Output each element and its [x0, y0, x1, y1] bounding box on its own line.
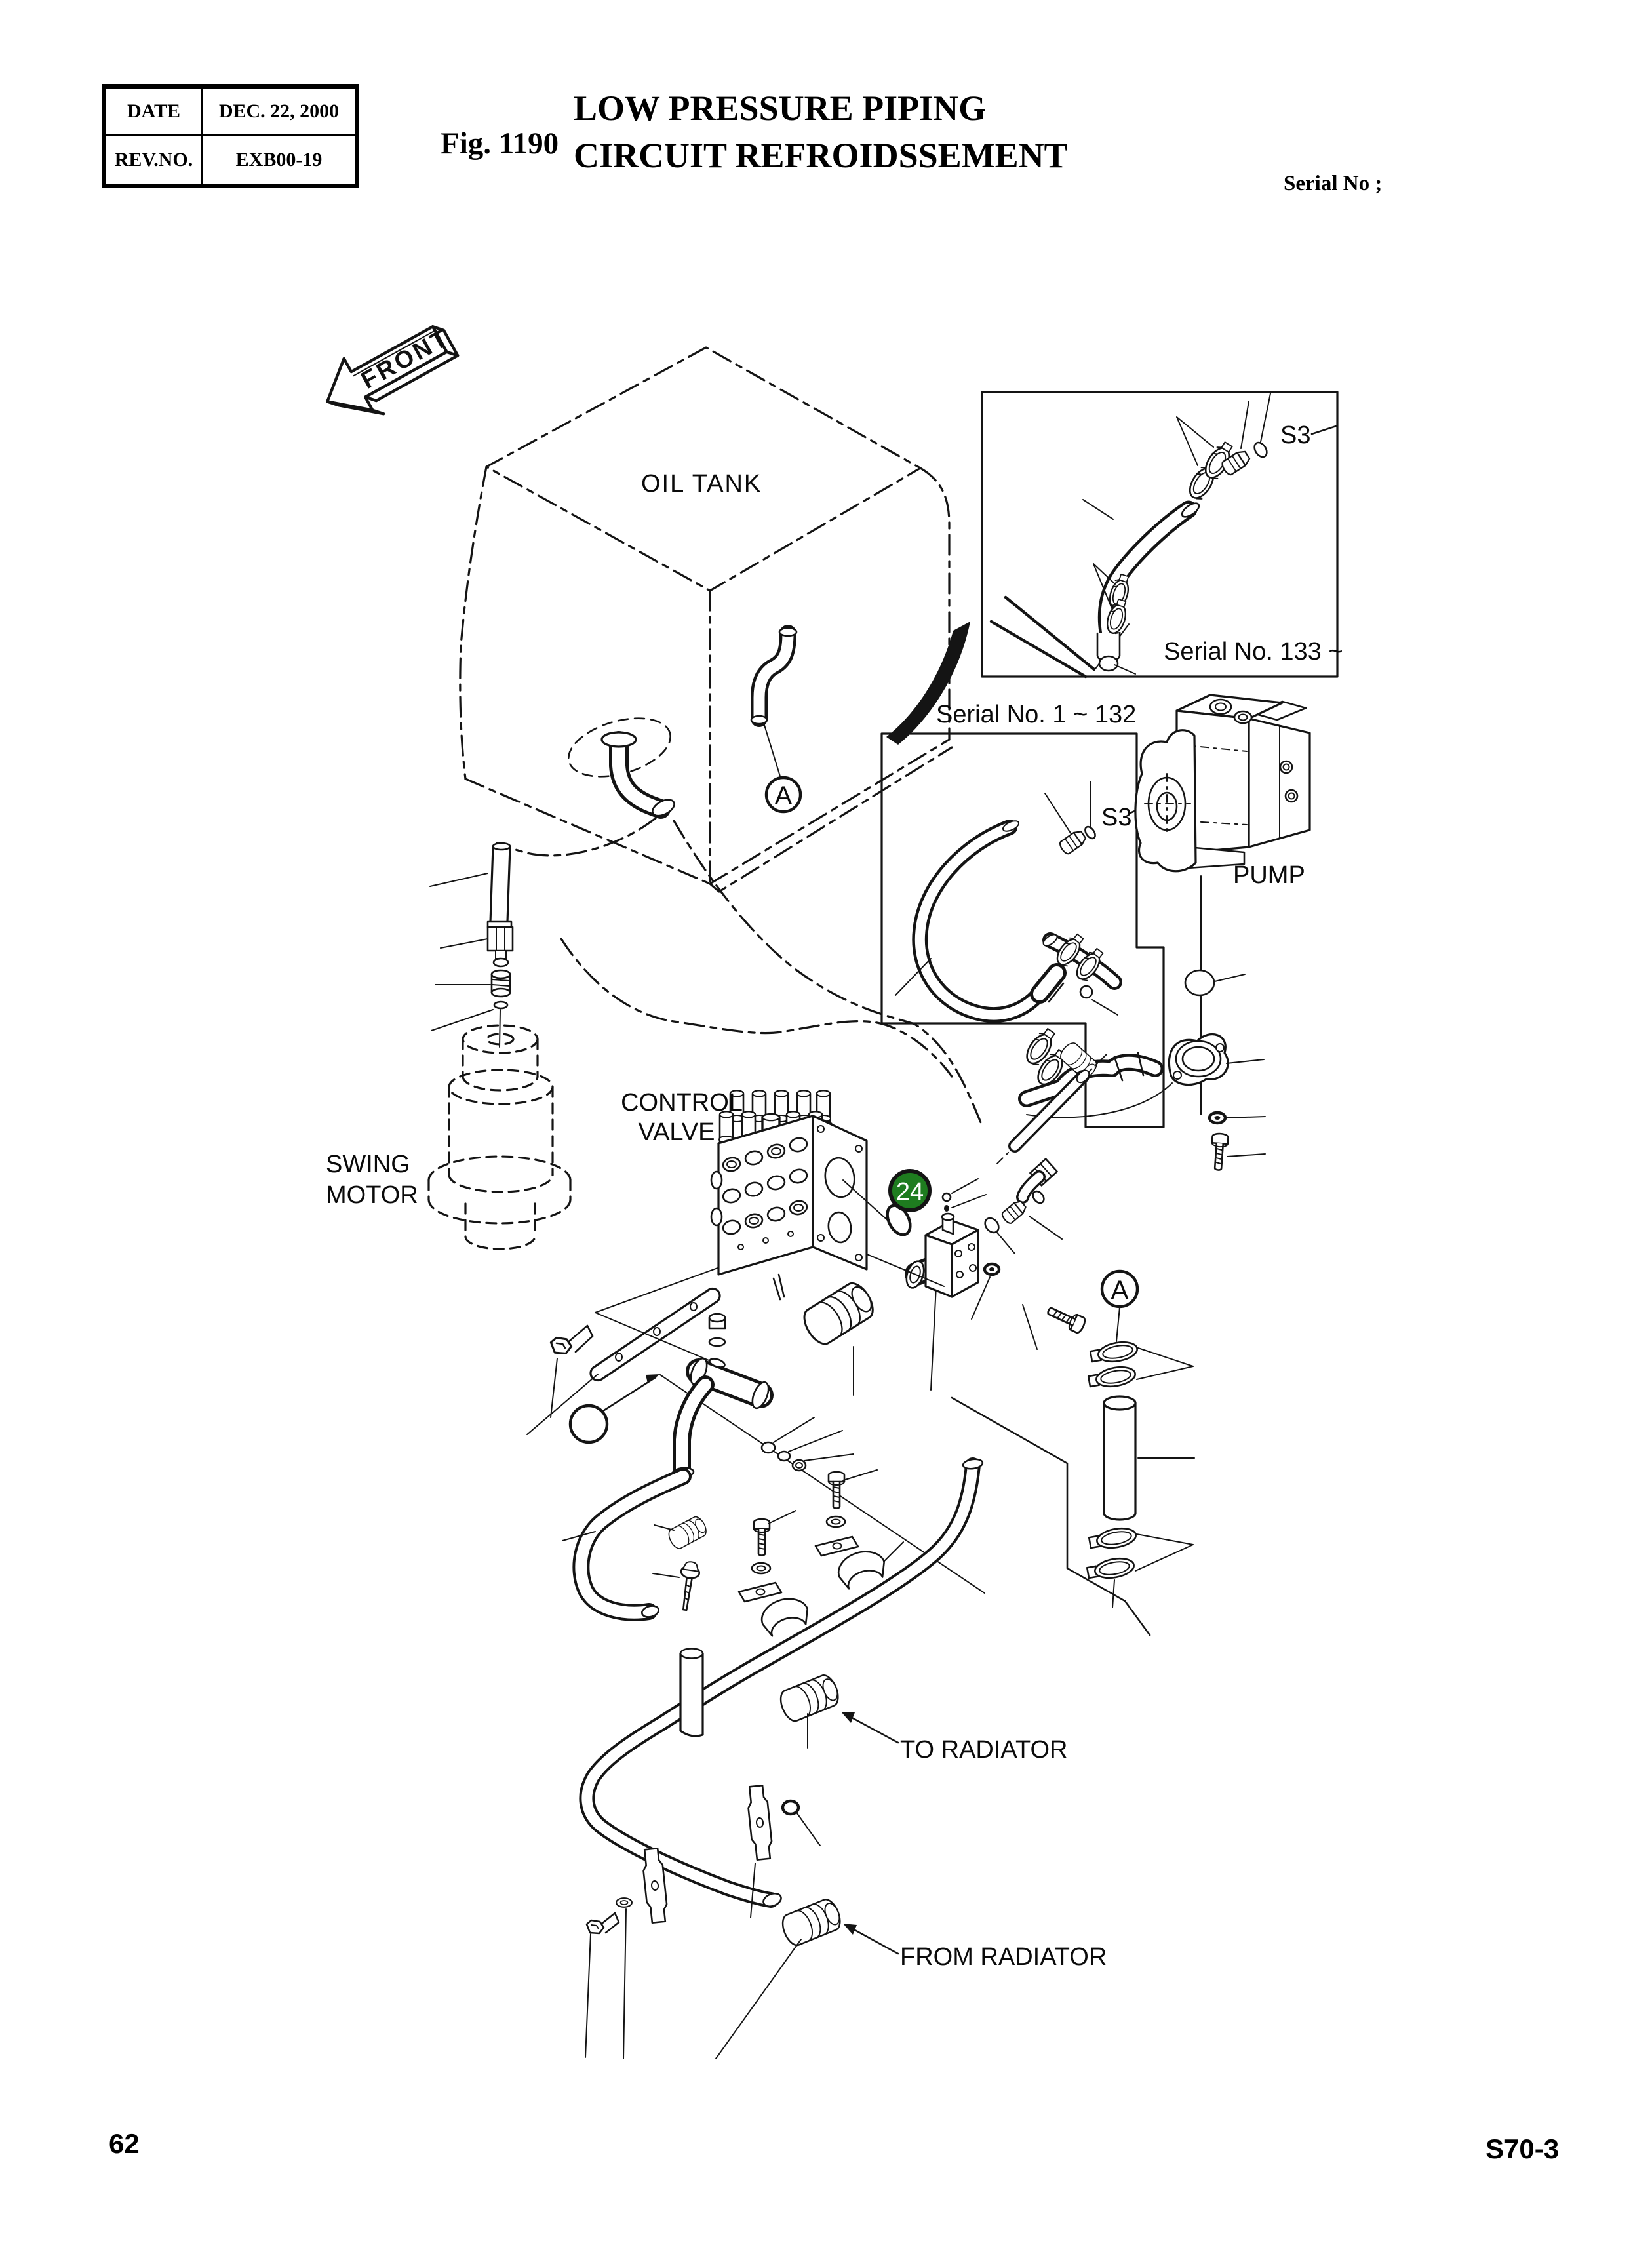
- suction-line-parts: [984, 930, 1118, 1254]
- pump-outlet-parts: [1022, 875, 1266, 1172]
- callout-a-tank-label: A: [775, 781, 793, 810]
- figure-number: Fig. 1190: [441, 127, 559, 161]
- page-title-line1: LOW PRESSURE PIPING: [574, 89, 987, 128]
- inset-serial-133-caption: Serial No. 133 ~: [1164, 638, 1343, 665]
- inset-s3-label: S3: [1280, 422, 1310, 449]
- doc-code: S70-3: [1485, 2133, 1560, 2164]
- page-title-line2: CIRCUIT REFROIDSSEMENT: [574, 136, 1068, 175]
- serial-1-132-caption: Serial No. 1 ~ 132: [936, 701, 1136, 728]
- swing-motor-label-line2: MOTOR: [326, 1181, 418, 1209]
- from-radiator-label: FROM RADIATOR: [900, 1943, 1107, 1971]
- rev-label: REV.NO.: [106, 136, 203, 184]
- rev-value: EXB00-19: [235, 148, 323, 170]
- hose-routing-lines: [496, 817, 982, 1124]
- serial-note: Serial No ;: [1284, 172, 1383, 195]
- front-arrow: FRONT: [326, 323, 460, 416]
- inset-serial-133: S3 Serial No. 133 ~: [981, 391, 1343, 679]
- serial-1-132-s3-label: S3: [1101, 804, 1131, 831]
- date-value: DEC. 22, 2000: [218, 100, 340, 122]
- callout-a-tank: A: [764, 776, 802, 814]
- to-radiator-coupling: [776, 1671, 899, 1749]
- pipe-bracket-bolt: [585, 1912, 620, 1935]
- return-hose-assembly: A: [951, 1269, 1195, 1636]
- bracket-bolt: [549, 1324, 594, 1354]
- control-valve: CONTROL VALVE: [595, 1089, 945, 1366]
- from-radiator-coupling: [715, 1895, 899, 2059]
- pump: PUMP: [1134, 694, 1311, 889]
- swoosh-arrow: [886, 622, 970, 745]
- revision-table: DATE DEC. 22, 2000 REV.NO. EXB00-19: [102, 84, 359, 188]
- to-radiator-label: TO RADIATOR: [900, 1736, 1067, 1764]
- callout-24-number: 24: [896, 1178, 924, 1206]
- date-label: DATE: [106, 89, 203, 134]
- callout-a-return-label: A: [1111, 1276, 1129, 1305]
- control-valve-label-line2: VALVE: [639, 1118, 715, 1146]
- oil-tank: OIL TANK: [459, 346, 953, 893]
- empty-balloon: [568, 1404, 609, 1444]
- oil-tank-label: OIL TANK: [641, 470, 762, 498]
- swing-motor-label-line1: SWING: [326, 1151, 410, 1178]
- page-number: 62: [109, 2128, 140, 2159]
- callout-24: 24: [842, 1169, 932, 1236]
- pump-label: PUMP: [1233, 861, 1305, 889]
- callout-24-badge: [888, 1169, 932, 1212]
- control-valve-label-line1: CONTROL: [621, 1089, 743, 1117]
- swing-motor: SWING MOTOR: [326, 842, 572, 1250]
- inset-serial-1-132: Serial No. 1 ~ 132 S3: [880, 701, 1165, 1128]
- lower-piping: TO RADIATOR FROM RADIATOR: [526, 1287, 1107, 2059]
